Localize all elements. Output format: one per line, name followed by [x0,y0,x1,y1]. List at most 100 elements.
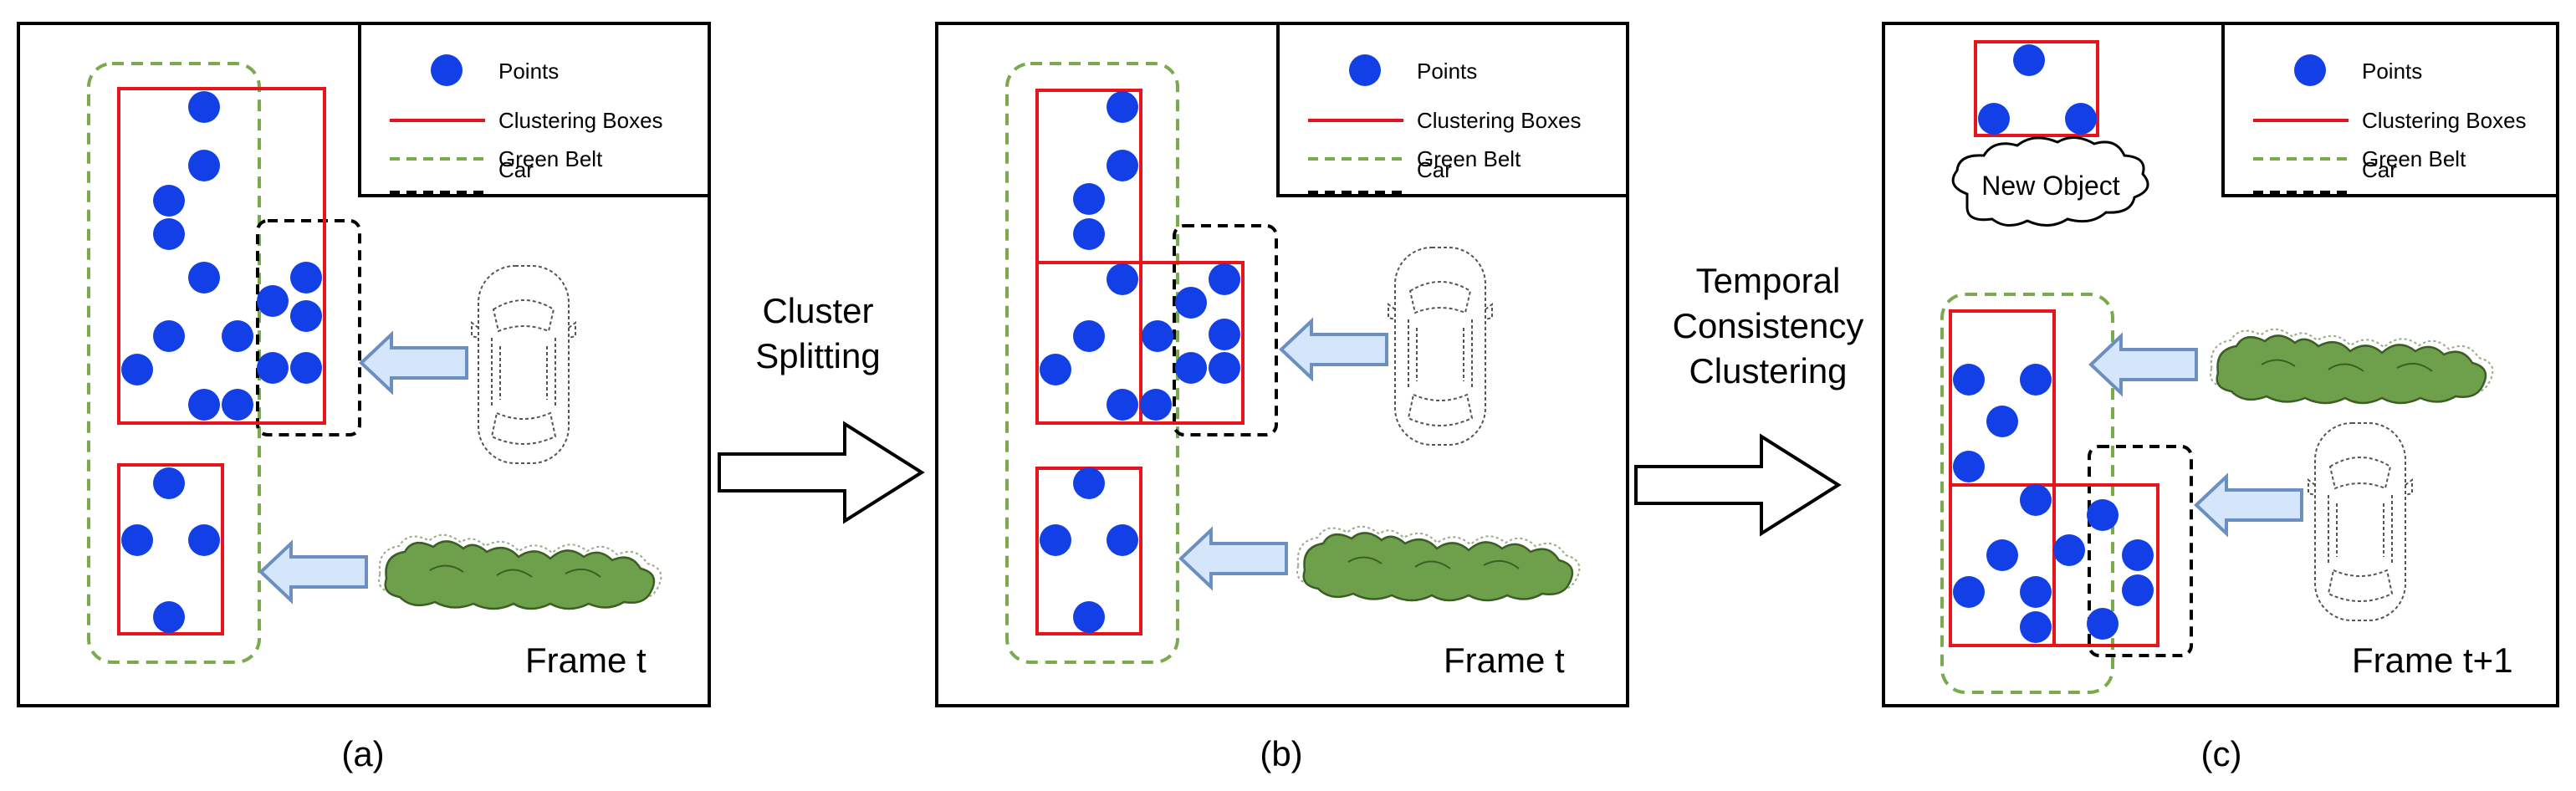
car-left-arrow-icon [1280,319,1388,380]
point [2065,103,2097,135]
legend-points-label: Points [1417,59,1477,84]
panel-a-caption: (a) [341,734,384,773]
point [1107,91,1138,123]
transition-2-line-2: Consistency [1673,306,1864,345]
point [257,352,289,384]
car-region [256,219,361,436]
point [1073,467,1105,499]
car-icon [1388,247,1493,446]
point [188,91,220,123]
legend-green-belt-label: Green Belt [2362,146,2466,171]
car-left-arrow-icon [2195,475,2303,535]
bush-left-arrow-icon [2089,334,2198,395]
panel-b-caption: (b) [1260,734,1302,773]
point [188,389,220,421]
point [2020,484,2052,516]
point [2122,539,2154,571]
point [1107,524,1138,556]
legend-green-belt-label: Green Belt [498,146,603,171]
new-object-points [1978,44,2097,135]
point [153,185,185,217]
point [153,218,185,250]
point [2020,364,2052,396]
point [290,352,322,384]
cluster-box [2052,483,2159,647]
legend-car-label: Car [498,157,534,182]
point [290,300,322,332]
point [290,262,322,293]
panel-a-legend: Points Clustering Boxes Green Belt [358,22,711,197]
cluster-box [117,87,326,425]
point [1107,263,1138,295]
point [1073,218,1105,250]
points-group [1953,364,2154,643]
point [1175,287,1207,319]
car-icon [2308,422,2413,621]
point [2020,611,2052,643]
point [2020,576,2052,608]
panel-b-frame-label: Frame t [1444,640,1565,680]
transition-1-arrow-icon [718,422,923,523]
green-belt-region [87,62,261,664]
green-belt-region [1940,293,2114,694]
transition-2-line-3: Clustering [1689,351,1847,390]
legend-cluster-boxes-label: Clustering Boxes [498,108,663,133]
new-object-cloud-icon [1951,136,2149,227]
bush-left-arrow-icon [1179,528,1288,589]
point [257,285,289,317]
legend-car-label: Car [1417,157,1452,182]
legend-points-label: Points [2362,59,2422,84]
panel-c-frame-label: Frame t+1 [2352,640,2513,680]
point [1142,320,1173,352]
legend-points-icon [1349,54,1381,86]
point [1953,451,1985,482]
legend-points-icon [431,54,463,86]
legend-cluster-boxes-label: Clustering Boxes [2362,108,2527,133]
point [1978,103,2010,135]
point [1209,352,1240,384]
point [222,389,253,421]
point [188,262,220,293]
transition-2-line-1: Temporal [1696,261,1841,300]
point [121,354,153,385]
car-region [2088,445,2193,657]
legend-points-icon [2294,54,2326,86]
point [1040,354,1071,385]
transition-temporal-consistency: Temporal Consistency Clustering [1634,261,1864,535]
cluster-box [1139,261,1245,425]
panel-c: Points Clustering Boxes Green Belt Car N… [1882,22,2559,773]
bush-icon [1296,525,1581,602]
point [1175,352,1207,384]
point [2087,499,2119,531]
car-region [1173,224,1278,436]
point [1986,539,2018,571]
point [1986,406,2018,437]
panel-b-legend: Points Clustering Boxes Green Belt [1276,22,1629,197]
points-group [1040,91,1240,633]
legend-cluster-boxes-label: Clustering Boxes [1417,108,1582,133]
point [1140,389,1172,421]
point [1107,389,1138,421]
transition-1-line-2: Splitting [755,336,880,375]
point [153,320,185,352]
bush-icon [2209,328,2494,405]
point [2087,608,2119,640]
point [1073,320,1105,352]
panel-c-legend: Points Clustering Boxes Green Belt [2221,22,2559,197]
point [1209,319,1240,350]
point [153,467,185,499]
cluster-box [117,463,224,635]
panel-a-frame-label: Frame t [525,640,647,680]
bush-left-arrow-icon [259,542,368,602]
point [2053,534,2085,566]
legend-car-label: Car [2362,157,2397,182]
point [1073,601,1105,633]
car-left-arrow-icon [360,333,468,393]
new-object-label: New Object [1981,171,2120,201]
legend-points-label: Points [498,59,559,84]
point [222,320,253,352]
new-object-cluster-box [1974,40,2099,137]
point [1107,150,1138,181]
point [2122,574,2154,606]
